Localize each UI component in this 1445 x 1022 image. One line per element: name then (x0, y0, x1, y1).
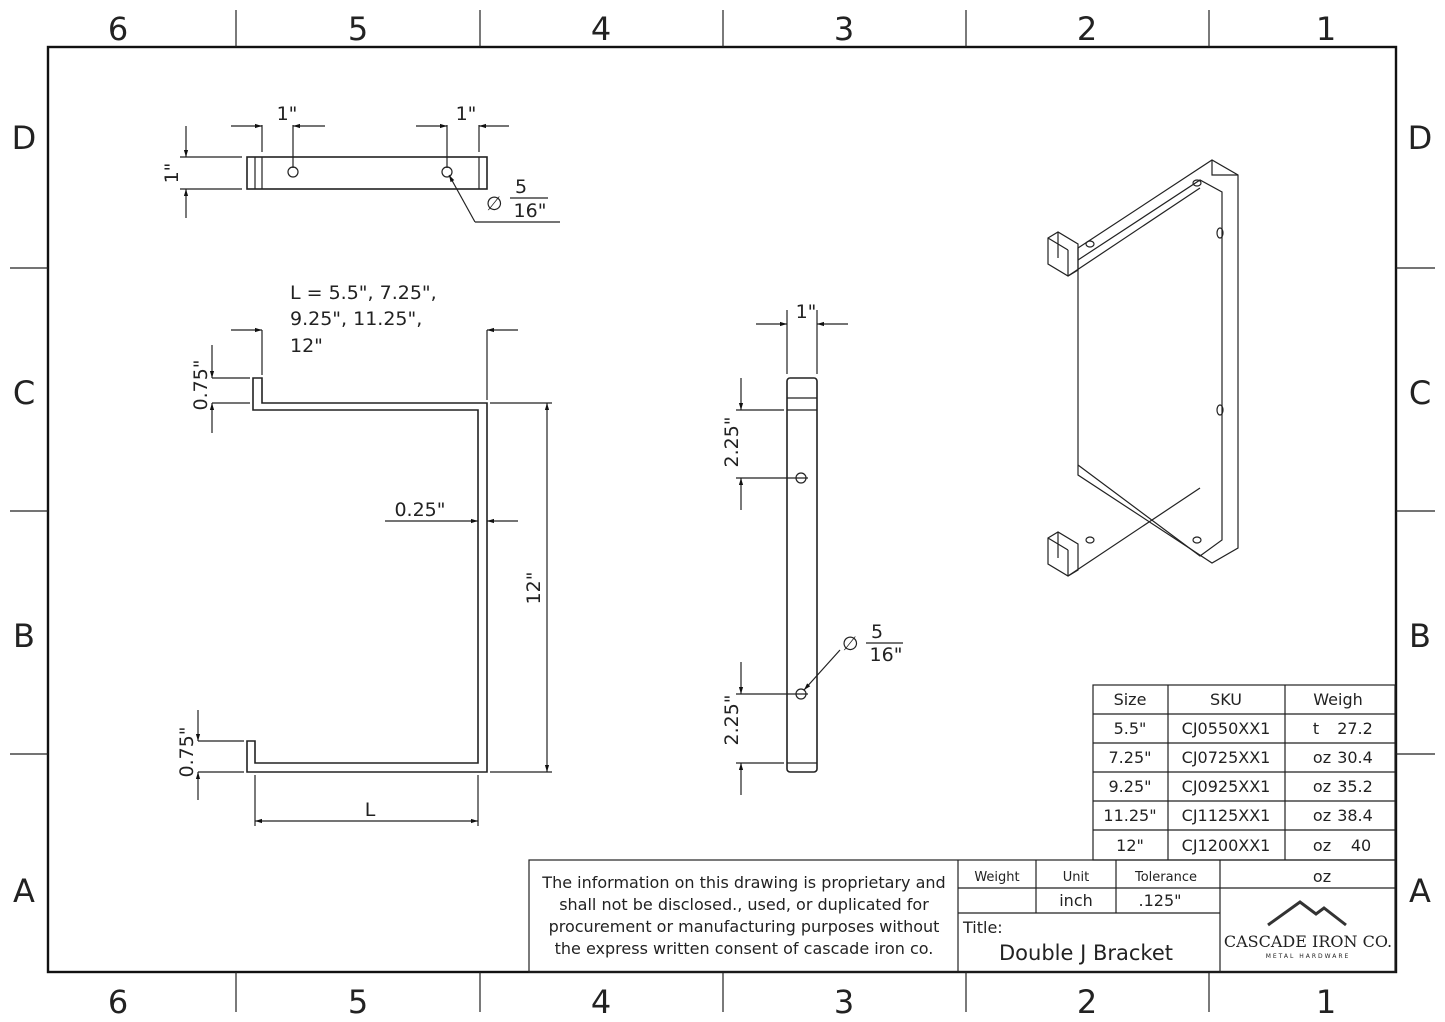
table-cell-sku: CJ0925XX1 (1182, 777, 1271, 796)
zone-row: A (13, 872, 35, 910)
zone-col: 2 (1077, 983, 1097, 1021)
weight-label: Weight (974, 870, 1019, 885)
logo-name: CASCADE IRON CO. (1224, 932, 1392, 951)
table-cell-sku: CJ1200XX1 (1182, 836, 1271, 855)
isometric-view (1047, 159, 1239, 577)
dim-tab-top: 0.75" (190, 359, 212, 410)
column-labels-top: 6 5 4 3 2 1 (108, 10, 1336, 48)
diameter-icon: ∅ (486, 193, 503, 215)
hole-dia-num: 5 (871, 621, 883, 643)
dim-thickness: 0.25" (394, 499, 445, 521)
table-cell-sku: CJ0725XX1 (1182, 748, 1271, 767)
zone-col: 4 (591, 983, 611, 1021)
title-block: The information on this drawing is propr… (528, 859, 1396, 973)
zone-col: 3 (834, 10, 854, 48)
length-options-3: 12" (290, 335, 323, 357)
unit-value: inch (1059, 891, 1093, 910)
zone-col: 6 (108, 10, 128, 48)
dim-hole-bottom: 2.25" (721, 694, 743, 745)
dim-length: L (365, 799, 376, 821)
table-cell-weight: 38.4 (1337, 806, 1373, 825)
column-labels-bottom: 6 5 4 3 2 1 (108, 983, 1336, 1021)
zone-col: 1 (1316, 10, 1336, 48)
zone-row: B (1409, 617, 1431, 655)
hole-dia-num: 5 (515, 176, 527, 198)
zone-col: 5 (348, 10, 368, 48)
table-cell-size: 9.25" (1109, 777, 1152, 796)
table-cell-unit: oz (1313, 806, 1331, 825)
side-view: L = 5.5", 7.25", 9.25", 11.25", 12" 0.75… (176, 282, 552, 826)
table-cell-size: 5.5" (1114, 719, 1147, 738)
dim-hole-offset-left: 1" (277, 103, 298, 125)
table-cell-sku: CJ1125XX1 (1182, 806, 1271, 825)
zone-col: 3 (834, 983, 854, 1021)
hole-dia-den: 16" (514, 200, 547, 222)
dim-width: 1" (796, 301, 817, 323)
zone-col: 5 (348, 983, 368, 1021)
unit-label: Unit (1063, 870, 1089, 885)
bracket-profile (246, 377, 488, 773)
tolerance-label: Tolerance (1134, 870, 1197, 885)
table-cell-weight: 27.2 (1337, 719, 1373, 738)
table-cell-unit: oz (1313, 748, 1331, 767)
size-table: Size SKU Weigh 5.5" CJ0550XX1 t 27.2 7.2… (1092, 684, 1396, 861)
disclaimer-line: shall not be disclosed., used, or duplic… (559, 895, 929, 914)
zone-col: 1 (1316, 983, 1336, 1021)
row-labels: D C B A D C B A (12, 119, 1433, 910)
length-options-2: 9.25", 11.25", (290, 308, 422, 330)
hole-dia-den: 16" (870, 644, 903, 666)
zone-col: 4 (591, 10, 611, 48)
dim-hole-offset-right: 1" (456, 103, 477, 125)
disclaimer-line: the express written consent of cascade i… (555, 939, 934, 958)
table-header-sku: SKU (1210, 690, 1242, 709)
table-cell-sku: CJ0550XX1 (1182, 719, 1271, 738)
zone-col: 6 (108, 983, 128, 1021)
table-cell-unit: oz (1313, 836, 1331, 855)
table-header-weight: Weigh (1313, 690, 1362, 709)
top-view: 1" 1" 1" ∅ 5 16" (161, 103, 560, 223)
disclaimer-line: procurement or manufacturing purposes wi… (549, 917, 940, 936)
zone-col: 2 (1077, 10, 1097, 48)
zone-row: D (1408, 119, 1433, 157)
table-cell-unit: oz (1313, 777, 1331, 796)
dim-hole-top: 2.25" (721, 416, 743, 467)
logo-tagline: METAL HARDWARE (1266, 953, 1351, 960)
table-cell-size: 7.25" (1109, 748, 1152, 767)
weight-unit: oz (1313, 867, 1331, 886)
table-cell-weight: 30.4 (1337, 748, 1373, 767)
dim-height: 12" (523, 572, 545, 605)
zone-row: C (13, 374, 35, 412)
zone-ticks (10, 10, 1435, 1012)
table-cell-size: 11.25" (1103, 806, 1156, 825)
disclaimer-line: The information on this drawing is propr… (541, 873, 945, 892)
table-header-size: Size (1114, 690, 1147, 709)
tolerance-value: .125" (1139, 891, 1182, 910)
dim-tab-bottom: 0.75" (176, 726, 198, 777)
zone-row: A (1409, 872, 1431, 910)
table-cell-size: 12" (1116, 836, 1144, 855)
zone-row: B (13, 617, 35, 655)
cascade-iron-logo: CASCADE IRON CO. METAL HARDWARE (1224, 900, 1392, 960)
table-cell-weight: 35.2 (1337, 777, 1373, 796)
zone-row: C (1409, 374, 1431, 412)
drawing-frame: 6 5 4 3 2 1 6 5 4 3 2 1 D C B A D C B A (10, 10, 1435, 1021)
table-cell-unit: t (1313, 719, 1319, 738)
front-view: 1" 2.25" 2.25" ∅ 5 16" (721, 301, 903, 795)
drawing-title: Double J Bracket (999, 941, 1173, 965)
dim-width: 1" (161, 163, 183, 184)
diameter-icon: ∅ (842, 633, 859, 655)
title-label: Title: (962, 918, 1003, 937)
zone-row: D (12, 119, 37, 157)
table-cell-weight: 40 (1351, 836, 1371, 855)
length-options-1: L = 5.5", 7.25", (290, 282, 437, 304)
